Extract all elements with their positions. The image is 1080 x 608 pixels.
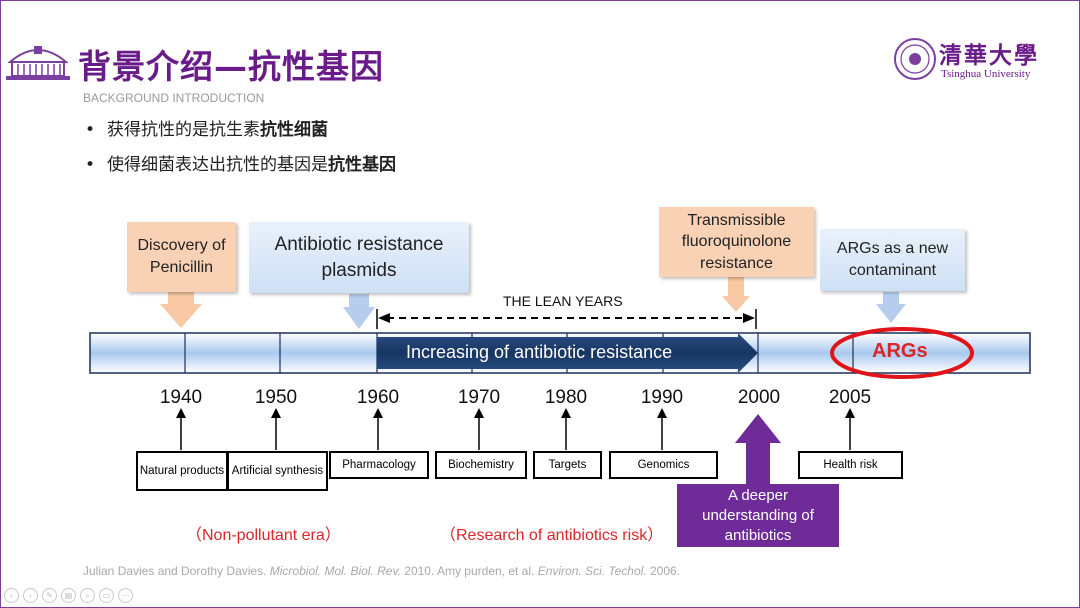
next-slide-icon[interactable]: › xyxy=(23,588,38,603)
deeper-understanding-text: A deeper understanding of antibiotics xyxy=(702,486,814,545)
callout-fluoroquinolone: Transmissible fluoroquinolone resistance xyxy=(659,207,814,277)
page-subtitle: BACKGROUND INTRODUCTION xyxy=(83,91,265,105)
citation-journal: Environ. Sci. Techol. xyxy=(537,564,647,578)
tsinghua-seal-icon xyxy=(894,38,936,80)
args-label: ARGs xyxy=(872,340,928,362)
args-ellipse xyxy=(830,327,974,379)
more-icon[interactable]: ⋯ xyxy=(118,588,133,603)
box-biochemistry: Biochemistry xyxy=(435,451,527,479)
year-label: 1960 xyxy=(356,387,400,408)
citation-journal: Microbiol. Mol. Biol. Rev. xyxy=(269,564,401,578)
slideshow-controls: ‹ › ✎ ▤ ⌕ ▭ ⋯ xyxy=(4,588,133,603)
screen-icon[interactable]: ▭ xyxy=(99,588,114,603)
deeper-box xyxy=(677,484,839,547)
year-label: 1970 xyxy=(457,387,501,408)
logo-text-en: Tsinghua University xyxy=(941,68,1031,80)
bullet-item-2: •使得细菌表达出抗性的基因是抗性基因 xyxy=(85,155,396,175)
year-label: 2000 xyxy=(737,387,781,408)
box-pharmacology: Pharmacology xyxy=(329,451,429,479)
bullet-item-1: •获得抗性的是抗生素抗性细菌 xyxy=(85,120,328,140)
citation-text: 2010. Amy purden, et al. xyxy=(404,564,535,578)
citation-text: Julian Davies and Dorothy Davies. xyxy=(83,564,267,578)
lean-years-label: THE LEAN YEARS xyxy=(503,293,623,309)
callout-penicillin: Discovery of Penicillin xyxy=(127,222,236,292)
year-label: 1990 xyxy=(640,387,684,408)
year-label: 1940 xyxy=(159,387,203,408)
slides-icon[interactable]: ▤ xyxy=(61,588,76,603)
page-title: 背景介绍—抗性基因 xyxy=(78,47,384,86)
year-label: 1980 xyxy=(544,387,588,408)
box-natural-products: Natural products xyxy=(136,451,228,491)
bullet-bold: 抗性细菌 xyxy=(260,120,328,140)
increasing-resistance-arrow xyxy=(377,333,758,373)
deeper-arrow xyxy=(735,414,781,484)
box-genomics: Genomics xyxy=(609,451,718,479)
penicillin-pointer xyxy=(160,292,202,328)
building-logo-icon xyxy=(6,46,70,80)
prev-slide-icon[interactable]: ‹ xyxy=(4,588,19,603)
year-label: 2005 xyxy=(828,387,872,408)
zoom-icon[interactable]: ⌕ xyxy=(80,588,95,603)
args-pointer xyxy=(876,292,906,323)
bullet-bold: 抗性基因 xyxy=(328,155,396,175)
box-artificial-synthesis: Artificial synthesis xyxy=(227,451,328,491)
year-label: 1950 xyxy=(254,387,298,408)
callout-args-new: ARGs as a new contaminant xyxy=(820,229,965,291)
era-non-pollutant: （Non-pollutant era） xyxy=(186,527,341,544)
fluoro-pointer xyxy=(722,277,750,312)
citation: Julian Davies and Dorothy Davies. Microb… xyxy=(83,564,680,578)
box-health-risk: Health risk xyxy=(798,451,903,479)
era-research-risk: （Research of antibiotics risk） xyxy=(440,527,664,544)
bullet-text: 获得抗性的是抗生素 xyxy=(107,120,260,140)
plasmids-pointer xyxy=(343,294,375,329)
citation-text: 2006. xyxy=(650,564,681,578)
pen-icon[interactable]: ✎ xyxy=(42,588,57,603)
logo-text-cn: 清華大學 xyxy=(939,42,1039,69)
bullet-text: 使得细菌表达出抗性的基因是 xyxy=(107,155,328,175)
box-targets: Targets xyxy=(533,451,602,479)
increasing-label: Increasing of antibiotic resistance xyxy=(406,342,673,362)
callout-plasmids: Antibiotic resistance plasmids xyxy=(249,222,469,293)
